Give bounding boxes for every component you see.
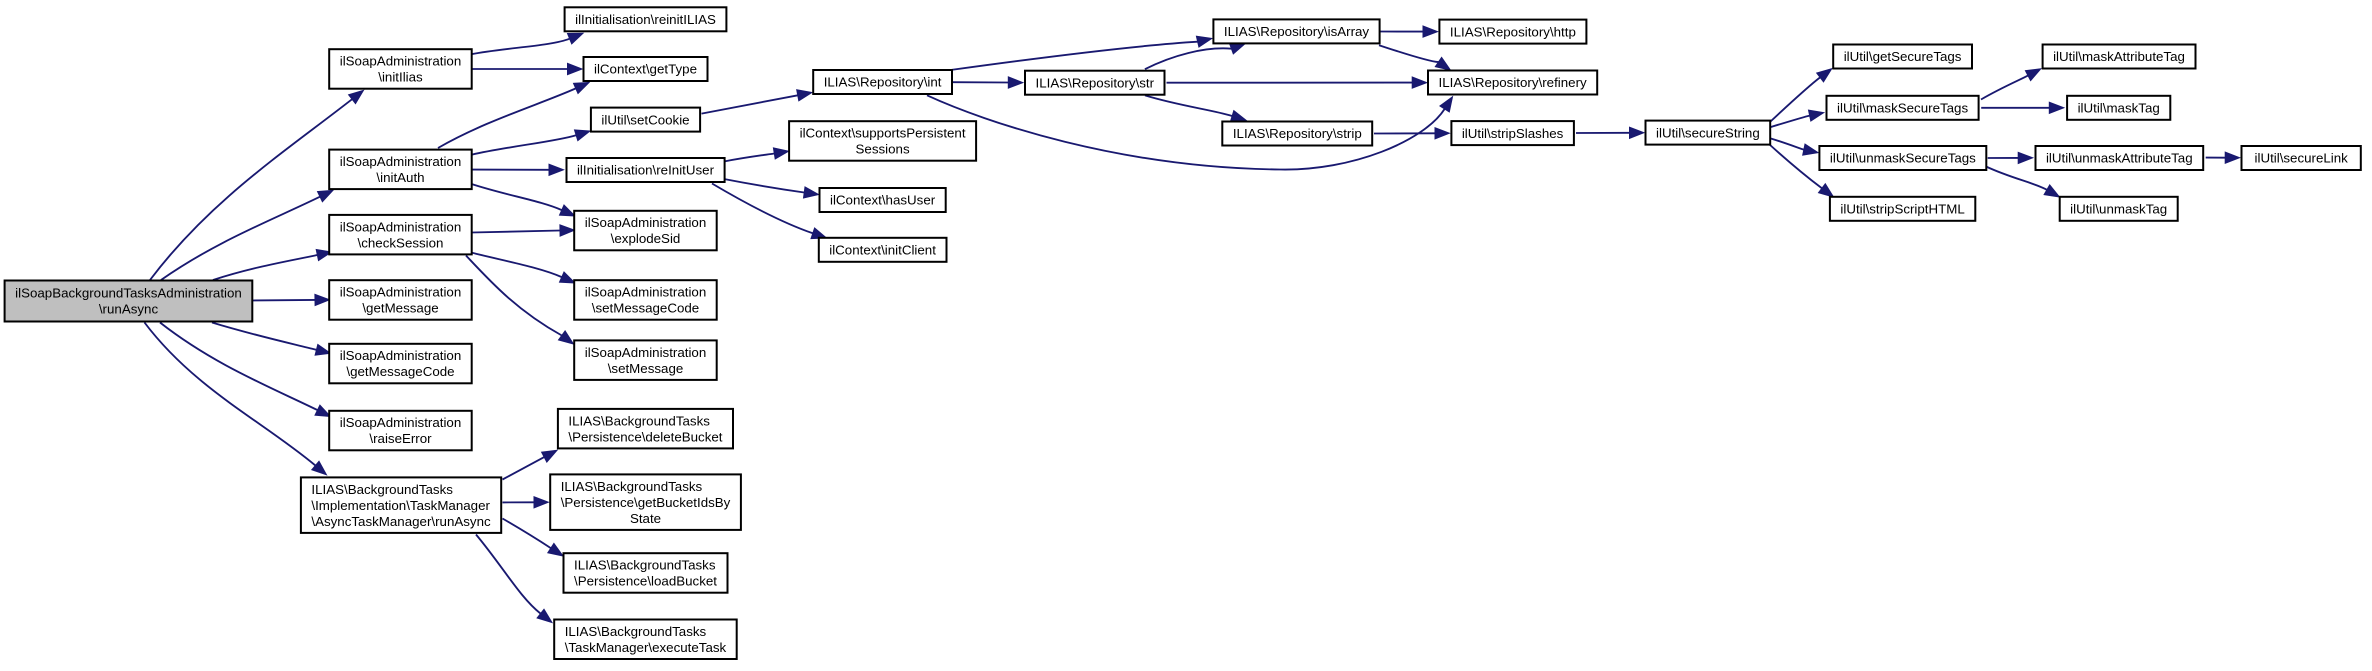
- svg-text:ilSoapAdministration: ilSoapAdministration: [340, 285, 462, 300]
- svg-text:\AsyncTaskManager\runAsync: \AsyncTaskManager\runAsync: [311, 514, 491, 529]
- svg-text:ilUtil\maskTag: ilUtil\maskTag: [2078, 101, 2160, 116]
- svg-text:\checkSession: \checkSession: [358, 235, 444, 250]
- svg-text:ILIAS\Repository\http: ILIAS\Repository\http: [1450, 24, 1576, 39]
- svg-text:ILIAS\Repository\strip: ILIAS\Repository\strip: [1233, 126, 1362, 141]
- svg-text:ilUtil\maskSecureTags: ilUtil\maskSecureTags: [1837, 101, 1968, 116]
- svg-text:ILIAS\BackgroundTasks: ILIAS\BackgroundTasks: [574, 558, 716, 573]
- svg-text:\setMessageCode: \setMessageCode: [592, 301, 699, 316]
- svg-text:\Persistence\getBucketIdsBy: \Persistence\getBucketIdsBy: [561, 495, 731, 510]
- svg-text:ilContext\hasUser: ilContext\hasUser: [830, 193, 936, 208]
- svg-text:ILIAS\Repository\str: ILIAS\Repository\str: [1036, 75, 1155, 90]
- svg-text:\raiseError: \raiseError: [369, 431, 432, 446]
- svg-text:\TaskManager\executeTask: \TaskManager\executeTask: [565, 640, 727, 655]
- svg-text:ILIAS\Repository\refinery: ILIAS\Repository\refinery: [1439, 75, 1587, 90]
- svg-text:ilUtil\unmaskTag: ilUtil\unmaskTag: [2070, 202, 2167, 217]
- svg-text:ilSoapAdministration: ilSoapAdministration: [340, 415, 462, 430]
- svg-text:State: State: [630, 511, 661, 526]
- svg-text:ilUtil\secureLink: ilUtil\secureLink: [2255, 151, 2349, 166]
- svg-text:ilSoapAdministration: ilSoapAdministration: [340, 219, 462, 234]
- svg-text:ILIAS\Repository\int: ILIAS\Repository\int: [824, 75, 942, 90]
- svg-text:ILIAS\BackgroundTasks: ILIAS\BackgroundTasks: [565, 624, 707, 639]
- svg-text:\runAsync: \runAsync: [99, 302, 159, 317]
- svg-text:\getMessage: \getMessage: [362, 301, 438, 316]
- svg-text:ILIAS\BackgroundTasks: ILIAS\BackgroundTasks: [561, 479, 703, 494]
- svg-text:\getMessageCode: \getMessageCode: [346, 364, 454, 379]
- svg-text:\initIlias: \initIlias: [378, 70, 423, 85]
- svg-text:\Implementation\TaskManager: \Implementation\TaskManager: [311, 498, 490, 513]
- svg-text:Sessions: Sessions: [856, 142, 910, 157]
- svg-text:ILIAS\Repository\isArray: ILIAS\Repository\isArray: [1224, 24, 1370, 39]
- svg-text:\Persistence\loadBucket: \Persistence\loadBucket: [574, 574, 717, 589]
- svg-text:ilUtil\maskAttributeTag: ilUtil\maskAttributeTag: [2053, 49, 2185, 64]
- svg-text:ILIAS\BackgroundTasks: ILIAS\BackgroundTasks: [311, 482, 453, 497]
- svg-text:ilUtil\unmaskSecureTags: ilUtil\unmaskSecureTags: [1830, 151, 1976, 166]
- svg-text:ilUtil\secureString: ilUtil\secureString: [1656, 125, 1760, 140]
- svg-text:ilSoapAdministration: ilSoapAdministration: [340, 348, 462, 363]
- svg-text:ilSoapAdministration: ilSoapAdministration: [585, 215, 707, 230]
- svg-text:ilSoapAdministration: ilSoapAdministration: [340, 54, 462, 69]
- svg-text:ilUtil\stripScriptHTML: ilUtil\stripScriptHTML: [1840, 202, 1964, 217]
- svg-text:ilUtil\getSecureTags: ilUtil\getSecureTags: [1844, 49, 1962, 64]
- svg-text:ilUtil\setCookie: ilUtil\setCookie: [601, 112, 689, 127]
- svg-text:ilContext\supportsPersistent: ilContext\supportsPersistent: [800, 126, 966, 141]
- svg-text:ilUtil\stripSlashes: ilUtil\stripSlashes: [1462, 126, 1564, 141]
- svg-text:ilSoapAdministration: ilSoapAdministration: [585, 345, 707, 360]
- svg-text:ilInitialisation\reinitILIAS: ilInitialisation\reinitILIAS: [575, 12, 716, 27]
- svg-text:ilContext\getType: ilContext\getType: [594, 62, 697, 77]
- svg-text:ilUtil\unmaskAttributeTag: ilUtil\unmaskAttributeTag: [2046, 151, 2193, 166]
- svg-text:ilSoapAdministration: ilSoapAdministration: [340, 154, 462, 169]
- svg-text:ilSoapAdministration: ilSoapAdministration: [585, 285, 707, 300]
- svg-text:ilInitialisation\reInitUser: ilInitialisation\reInitUser: [577, 163, 715, 178]
- svg-text:ILIAS\BackgroundTasks: ILIAS\BackgroundTasks: [568, 413, 710, 428]
- svg-text:\setMessage: \setMessage: [608, 361, 684, 376]
- svg-text:\explodeSid: \explodeSid: [611, 231, 681, 246]
- svg-text:\initAuth: \initAuth: [376, 170, 424, 185]
- svg-text:ilSoapBackgroundTasksAdministr: ilSoapBackgroundTasksAdministration: [15, 286, 242, 301]
- svg-text:ilContext\initClient: ilContext\initClient: [829, 243, 936, 258]
- svg-text:\Persistence\deleteBucket: \Persistence\deleteBucket: [568, 429, 722, 444]
